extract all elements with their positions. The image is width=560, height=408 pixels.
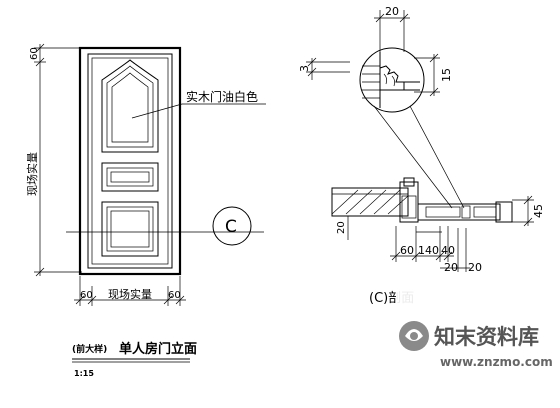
dim-tick [399, 13, 409, 23]
magnified-profile [362, 52, 420, 108]
watermark-brand: 知末资料库 [434, 325, 539, 349]
door-leaf-section [417, 203, 501, 221]
magnified-circle [359, 47, 425, 113]
dim-left-jamb: 60 [80, 290, 93, 301]
drawing-title: 单人房门立面 [119, 341, 197, 357]
section-marker-letter: C [225, 217, 237, 237]
leaf-edge-profile [495, 201, 513, 223]
dim-tick [307, 57, 317, 67]
title-prefix: (前大样) [72, 343, 107, 355]
bottom-small-dim-1: 20 [444, 261, 458, 274]
dim-right-jamb: 60 [168, 290, 181, 301]
dim-tick [175, 295, 185, 305]
dim-tick [307, 67, 317, 77]
dim-tick [163, 295, 173, 305]
section-detail: 20 3 15 [298, 5, 545, 306]
finish-leader [131, 103, 183, 119]
dim-tick [35, 57, 45, 67]
door-elevation: 实木门油白色 C 60 现场实量 60 现场实量 60 (前大样) 单人房门立面 [25, 43, 266, 378]
dim-top-60: 60 [29, 47, 40, 60]
dim-tick [523, 217, 533, 227]
middle-panel-inner [106, 167, 154, 187]
top-arched-panel-inner [106, 65, 154, 148]
frame-core [401, 195, 417, 219]
bottom-small-dim-2: 20 [468, 261, 482, 274]
bottom-dim-140: 140 [418, 244, 439, 257]
dim-tick [429, 53, 439, 63]
section-marker-circle [212, 206, 252, 246]
dim-tick [435, 251, 445, 261]
watermark: 知末资料库 www.znzmo.com [396, 286, 560, 408]
detail-right-dim: 15 [440, 68, 453, 82]
door-frame [78, 46, 182, 276]
frame-trim [403, 177, 415, 187]
top-arched-panel-raise [111, 72, 149, 143]
leaf-stile [461, 205, 471, 219]
detail-leader [409, 105, 465, 209]
detail-left-dim: 3 [298, 65, 311, 72]
dim-tick [87, 295, 97, 305]
watermark-url: www.znzmo.com [440, 355, 553, 369]
frame-profile [399, 181, 419, 223]
bottom-left-dim: 20 [336, 221, 347, 234]
finish-callout: 实木门油白色 [186, 89, 258, 104]
door-leaf [87, 53, 173, 269]
side-dim-45: 45 [532, 204, 545, 218]
leaf-panel [473, 206, 497, 218]
drawing-scale: 1:15 [74, 369, 94, 378]
wall-hatch [331, 189, 409, 215]
wall-block [331, 187, 409, 217]
middle-panel [101, 162, 159, 192]
dim-width-label: 现场实量 [108, 287, 152, 301]
bottom-panel [101, 201, 159, 257]
detail-width-dim: 20 [385, 5, 399, 18]
bottom-dim-40: 40 [441, 244, 455, 257]
dim-tick [35, 43, 45, 53]
bottom-panel-inner [106, 206, 154, 252]
middle-panel-raise [110, 171, 150, 183]
detail-leader [373, 105, 453, 209]
dim-tick [429, 87, 439, 97]
dim-tick [35, 267, 45, 277]
dim-tick [523, 195, 533, 205]
bottom-panel-raise [110, 210, 150, 248]
top-arched-panel [101, 59, 159, 153]
dim-tick [375, 13, 385, 23]
dim-tick [443, 251, 453, 261]
door-leaf-inner [91, 57, 169, 265]
dim-tick [75, 295, 85, 305]
bottom-dim-60: 60 [400, 244, 414, 257]
dim-tick [411, 251, 421, 261]
watermark-logo-icon [399, 321, 429, 351]
leaf-panel [425, 206, 461, 218]
dim-tick [391, 251, 401, 261]
dim-height-label: 现场实量 [25, 152, 39, 196]
